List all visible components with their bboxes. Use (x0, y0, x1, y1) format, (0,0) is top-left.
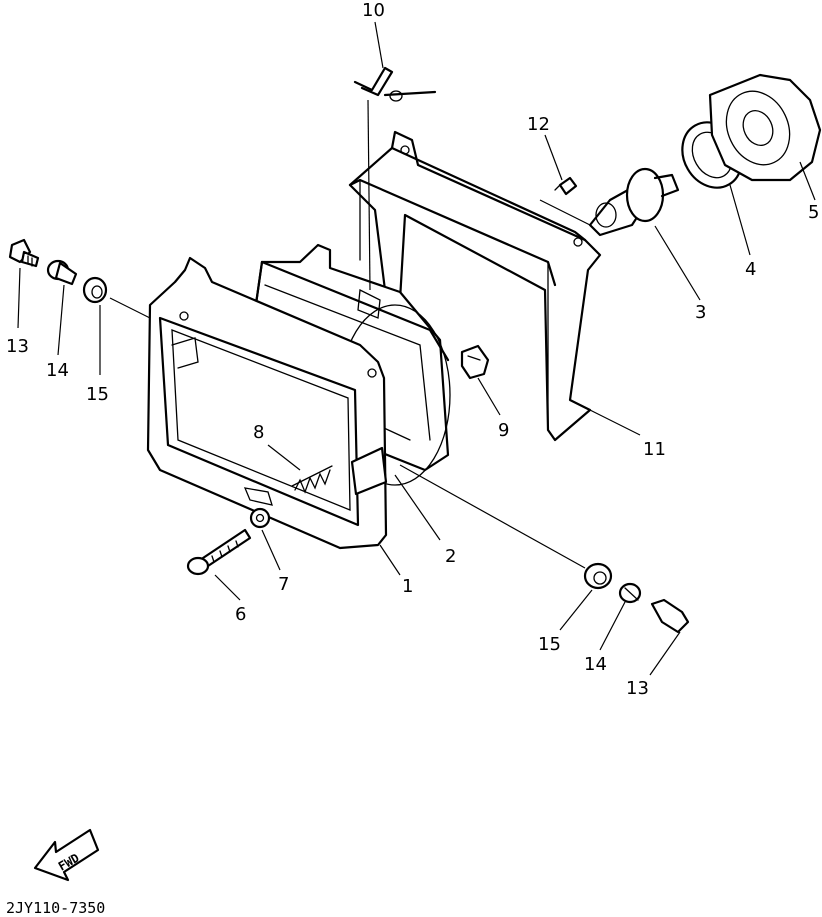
label-part-11: 11 (643, 439, 666, 460)
part-12-screw (554, 176, 578, 196)
label-part-1: 1 (402, 576, 413, 597)
part-14-collar-left (46, 259, 78, 286)
label-part-14-right: 14 (584, 654, 607, 675)
label-part-15-right: 15 (538, 634, 561, 655)
part-13-bolt-left (8, 238, 40, 268)
part-9-clip (460, 344, 490, 380)
part-13-bolt-right (650, 598, 690, 634)
part-6-screw (186, 528, 252, 576)
label-part-5: 5 (808, 202, 819, 223)
label-part-2: 2 (445, 546, 456, 567)
label-part-13-right: 13 (626, 678, 649, 699)
label-part-4: 4 (745, 259, 756, 280)
diagram-code: 2JY110-7350 (6, 899, 105, 917)
label-part-13-left: 13 (6, 336, 29, 357)
label-part-7: 7 (278, 574, 289, 595)
label-part-15-left: 15 (86, 384, 109, 405)
part-10-wire-clip (353, 66, 437, 102)
part-15-grommet-left (82, 276, 108, 304)
label-part-8: 8 (253, 422, 264, 443)
leader-lines (17, 21, 816, 676)
label-part-6: 6 (235, 604, 246, 625)
fwd-arrow-icon: FWD (33, 828, 100, 882)
part-7-nut (249, 507, 271, 529)
label-part-14-left: 14 (46, 360, 69, 381)
label-part-3: 3 (695, 302, 706, 323)
part-8-spring (291, 465, 333, 494)
label-part-9: 9 (498, 420, 509, 441)
part-labels: 10 12 5 4 3 11 9 8 2 1 7 6 13 14 15 15 1… (6, 0, 819, 699)
part-14-collar-right (618, 582, 642, 604)
label-part-10: 10 (362, 0, 385, 21)
label-part-12: 12 (527, 114, 550, 135)
part-1-headlight-rim (146, 256, 388, 550)
part-5-bulb-cover (708, 73, 822, 182)
part-3-bulb (588, 167, 680, 237)
part-15-grommet-right (583, 562, 613, 590)
